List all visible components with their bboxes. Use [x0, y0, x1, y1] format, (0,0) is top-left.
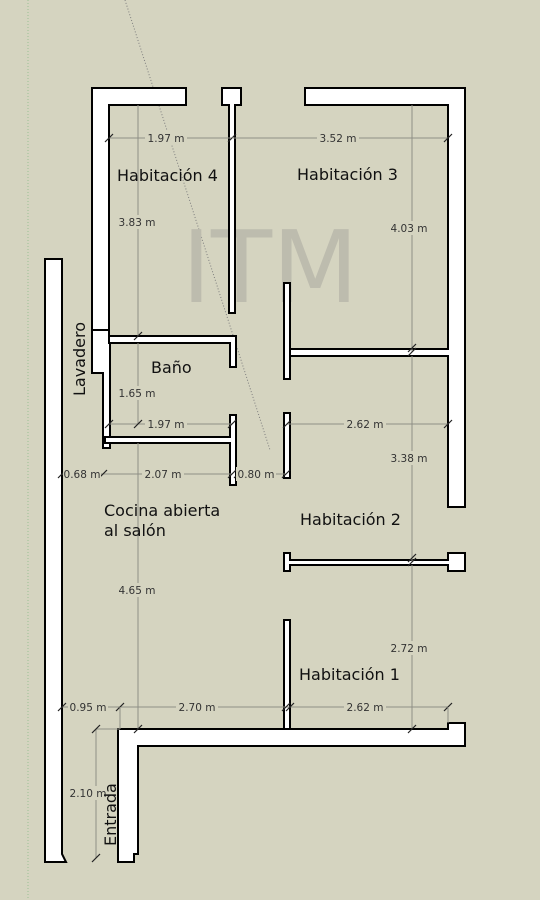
label-habitacion-3: Habitación 3 — [297, 165, 398, 184]
wall-bottom — [117, 722, 466, 863]
dim-hab1-depth: 2.72 m — [391, 643, 428, 655]
wall-left-outer — [91, 329, 111, 449]
wall-bano-cocina — [104, 414, 237, 486]
dim-pasillo-width: 0.80 m — [238, 469, 275, 481]
wall-hab2-hab1 — [283, 552, 466, 572]
wall-hab1-left — [283, 619, 291, 730]
label-habitacion-2: Habitación 2 — [300, 510, 401, 529]
wall-post-top — [221, 87, 242, 314]
dim-bano-depth: 1.65 m — [119, 388, 156, 400]
dim-cocina-width: 2.07 m — [145, 469, 182, 481]
dim-hab2-width: 2.62 m — [347, 419, 384, 431]
walls — [44, 87, 466, 863]
dimension-labels: 1.97 m 3.52 m 3.83 m 4.03 m 1.65 m 1.97 … — [63, 131, 430, 800]
dim-cocina-depth: 4.65 m — [119, 585, 156, 597]
label-cocina-line1: Cocina abierta — [104, 501, 220, 520]
wall-hab2-left — [283, 412, 291, 479]
label-habitacion-1: Habitación 1 — [299, 665, 400, 684]
dim-hab2-depth: 3.38 m — [391, 453, 428, 465]
dim-hab4-depth: 3.83 m — [119, 217, 156, 229]
watermark: ITM — [182, 209, 359, 326]
wall-hab3-left — [283, 282, 291, 380]
label-lavadero: Lavadero — [70, 322, 89, 396]
dim-hab1-width: 2.62 m — [347, 702, 384, 714]
wall-lavadero-left — [44, 258, 68, 863]
dim-hab4-width: 1.97 m — [148, 133, 185, 145]
dim-hab3-width: 3.52 m — [320, 133, 357, 145]
label-entrada: Entrada — [101, 783, 120, 846]
wall-hab4-top-left — [91, 87, 187, 337]
dim-entrada-width: 0.95 m — [70, 702, 107, 714]
dim-salon-width: 2.70 m — [179, 702, 216, 714]
dim-entrada-depth: 2.10 m — [70, 788, 107, 800]
label-habitacion-4: Habitación 4 — [117, 166, 218, 185]
dim-bano-width: 1.97 m — [148, 419, 185, 431]
label-cocina-line2: al salón — [104, 521, 166, 540]
label-bano: Baño — [151, 358, 192, 377]
guide-line-diagonal — [124, 0, 271, 451]
room-labels: Habitación 4 Habitación 3 Baño Lavadero … — [70, 165, 401, 846]
dim-hab3-depth: 4.03 m — [391, 223, 428, 235]
wall-hab4-bano — [108, 335, 237, 368]
dim-lavadero-width: 0.68 m — [64, 469, 101, 481]
